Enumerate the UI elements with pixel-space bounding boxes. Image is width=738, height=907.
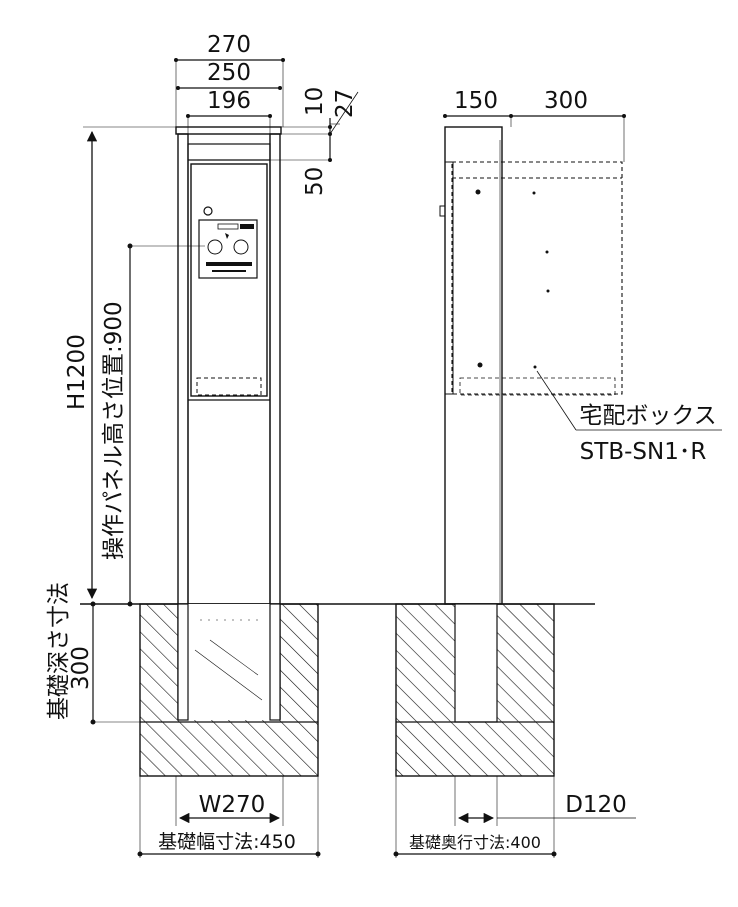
dim-27: 27 [332,89,358,118]
dim-300: 300 [544,88,588,114]
dim-150: 150 [454,88,498,114]
delivery-box-model: STB-SN1･R [580,439,707,465]
dim-50: 50 [302,167,328,196]
dim-d120: D120 [565,792,627,818]
dim-panel-height: 操作パネル高さ位置:900 [101,301,127,560]
front-body-frame [187,143,271,605]
front-view: 270 250 196 10 27 50 H1200 操作パネル高さ位置:900 [46,32,359,858]
dim-250: 250 [207,60,251,86]
delivery-box-dashed [451,161,623,395]
front-top-cap [175,126,282,135]
dim-h1200: H1200 [64,334,90,410]
side-post [444,126,503,605]
front-door-dashed [196,377,262,396]
foundation-width-label: 基礎幅寸法:450 [158,831,296,853]
side-view: 150 300 宅配ボックス STB-SN1･R D120 基礎奥行寸法:400 [393,88,722,858]
foundation-depth-value: 300 [68,646,94,690]
dim-270: 270 [207,32,251,58]
delivery-box-label: 宅配ボックス [579,403,716,429]
dim-w270: W270 [199,792,266,818]
dim-10: 10 [302,87,328,116]
front-door [190,163,268,397]
foundation-depth-side-label: 基礎奥行寸法:400 [409,833,541,852]
foundation-depth-label: 基礎深さ寸法 [46,582,72,720]
dim-196: 196 [207,88,251,114]
lock-icon [203,206,213,216]
operation-panel [198,219,258,279]
